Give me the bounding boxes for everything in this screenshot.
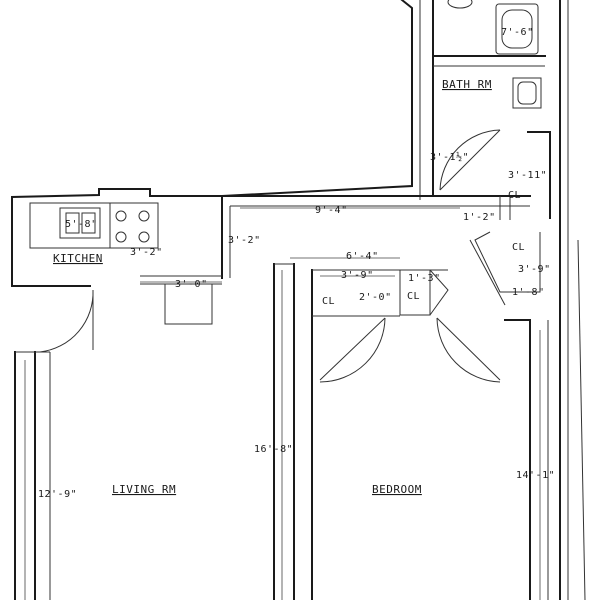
dim-hall-short: 1'-2" xyxy=(463,212,496,223)
dim-closet-c-depth: 3'-9" xyxy=(518,264,551,275)
closet-label-hall: CL xyxy=(508,190,521,201)
living-room-door xyxy=(39,289,94,353)
living-room xyxy=(14,351,51,600)
bedroom-label: BEDROOM xyxy=(372,483,422,496)
dim-closet-a-depth: 2'-0" xyxy=(359,292,392,303)
closet-label-bedroom-right: CL xyxy=(512,242,525,253)
dim-bath-top: 7'-6" xyxy=(501,27,534,38)
dim-bath-door: 3'-1½" xyxy=(430,151,469,163)
wall-upper-left xyxy=(11,0,421,287)
dim-hall-depth: 3'-2" xyxy=(228,235,261,246)
dim-bed-top: 6'-4" xyxy=(346,251,379,262)
bathroom xyxy=(432,0,551,219)
dim-kitchen-sink: 5'-8" xyxy=(65,219,98,230)
bedroom xyxy=(273,231,549,600)
kitchen xyxy=(11,202,222,325)
dim-living-depth: 16'-8" xyxy=(254,444,293,455)
closet-label-small: CL xyxy=(407,291,420,302)
dim-bed-width: 14'-1" xyxy=(516,470,555,481)
hallway xyxy=(221,195,531,279)
bath-room-label: BATH RM xyxy=(442,78,492,91)
dim-bath-right: 3'-11" xyxy=(508,170,547,181)
closet-label-bedroom-left: CL xyxy=(322,296,335,307)
dim-closet-b-width: 1'-3" xyxy=(408,273,441,284)
kitchen-label: KITCHEN xyxy=(53,252,103,265)
exterior-wall-right xyxy=(559,0,586,600)
dim-closet-a-width: 3'-9" xyxy=(341,270,374,281)
dim-closet-c-width: 1'-8" xyxy=(512,287,545,298)
dim-kitchen-opening: 3'-0" xyxy=(175,279,208,290)
dimension-lines xyxy=(24,207,541,600)
dim-hall-width: 9'-4" xyxy=(315,205,348,216)
dim-kitchen-depth: 3'-2" xyxy=(130,247,163,258)
living-room-label: LIVING RM xyxy=(112,483,176,496)
dim-living-width: 12'-9" xyxy=(38,489,77,500)
